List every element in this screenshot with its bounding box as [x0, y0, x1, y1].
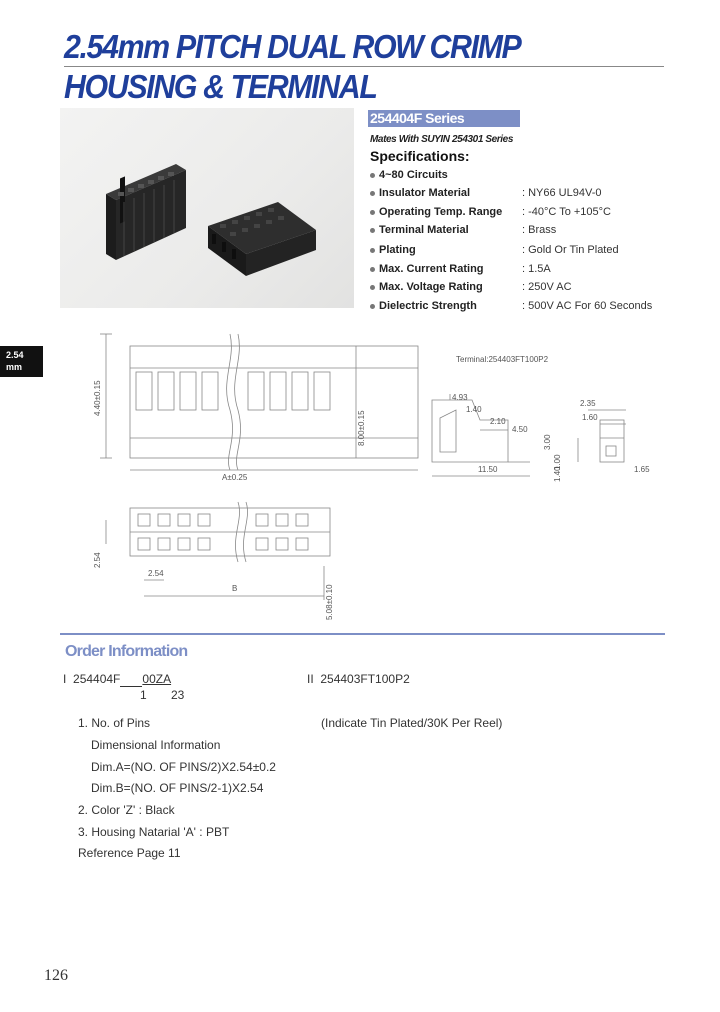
order-code-marks1: 1: [140, 688, 147, 702]
page-title-line2: HOUSING & TERMINAL: [64, 68, 378, 105]
spec-row: Max. Voltage Rating : 250V AC: [370, 279, 572, 295]
dim-terminal-140a: 1.40: [466, 405, 482, 414]
order-line: 2. Color 'Z' : Black: [78, 803, 175, 817]
bullet-icon: [370, 227, 375, 233]
spec-value: : NY66 UL94V-0: [522, 187, 602, 199]
order-line: Dimensional Information: [91, 738, 221, 752]
dim-height2: 8.00±0.15: [357, 410, 366, 446]
spec-row: Insulator Material : NY66 UL94V-0: [370, 185, 602, 201]
series-badge: 254404F Series: [368, 110, 520, 127]
dim-terminal-210: 2.10: [490, 417, 506, 426]
dim-508: 5.08±0.10: [325, 584, 334, 620]
dim-a: A±0.25: [222, 473, 248, 482]
bullet-icon: [370, 266, 375, 272]
dim-pitch-h: 2.54: [148, 569, 164, 578]
blank-box: [120, 672, 132, 687]
order-line: Dim.A=(NO. OF PINS/2)X2.54±0.2: [91, 760, 276, 774]
terminal-label: Terminal:254403FT100P2: [456, 355, 549, 364]
connector-image: [106, 164, 316, 276]
dim-terminal-160: 1.60: [582, 413, 598, 422]
blank-box: [131, 672, 143, 687]
order-code-ii-value: 254403FT100P2: [320, 672, 410, 686]
spec-value: : 500V AC For 60 Seconds: [522, 300, 653, 312]
order-line: Dim.B=(NO. OF PINS/2-1)X2.54: [91, 781, 264, 795]
spec-row: Operating Temp. Range : -40°C To +105°C: [370, 204, 611, 220]
spec-value: : Gold Or Tin Plated: [522, 244, 619, 256]
order-code-i-suffix: 00ZA: [142, 672, 172, 686]
title-rule: [64, 66, 664, 67]
order-heading: Order Information: [65, 643, 188, 660]
dim-height1: 4.40±0.15: [93, 380, 102, 416]
spec-label: 4~80 Circuits: [379, 169, 448, 181]
spec-row: Plating : Gold Or Tin Plated: [370, 242, 619, 258]
dim-terminal-165: 1.65: [634, 465, 650, 474]
spec-label: Dielectric Strength: [379, 300, 477, 312]
order-code-marks2: 23: [171, 688, 185, 702]
spec-row: Terminal Material : Brass: [370, 222, 556, 238]
mates-with-text: Mates With SUYIN 254301 Series: [370, 134, 513, 145]
bullet-icon: [370, 284, 375, 290]
order-code-i-base: 254404F: [73, 672, 121, 686]
order-line: 1. No. of Pins: [78, 716, 151, 730]
spec-row: Max. Current Rating : 1.5A: [370, 261, 551, 277]
order-code-i: I 254404F 00ZA: [63, 672, 171, 687]
page-title-line1: 2.54mm PITCH DUAL ROW CRIMP: [64, 28, 522, 65]
spec-label: Max. Voltage Rating: [379, 281, 483, 293]
spec-label: Insulator Material: [379, 187, 471, 199]
dim-terminal-1150: 11.50: [478, 465, 498, 474]
dim-terminal-100: 1.00: [553, 454, 562, 470]
page-number: 126: [44, 967, 68, 984]
bullet-icon: [370, 303, 375, 309]
spec-label: Max. Current Rating: [379, 263, 484, 275]
bullet-icon: [370, 209, 375, 215]
dim-pitch-v: 2.54: [93, 552, 102, 568]
side-tab-line1: 2.54: [6, 350, 24, 360]
order-code-i-prefix: I: [63, 672, 67, 686]
order-note-ii: (Indicate Tin Plated/30K Per Reel): [321, 716, 503, 730]
bullet-icon: [370, 247, 375, 253]
spec-label: Plating: [379, 244, 416, 256]
dim-terminal-140b: 1.40: [553, 466, 562, 482]
dim-b: B: [232, 584, 237, 593]
specifications-heading: Specifications:: [370, 148, 470, 164]
bullet-icon: [370, 172, 375, 178]
bullet-icon: [370, 190, 375, 196]
spec-row: Dielectric Strength : 500V AC For 60 Seco…: [370, 298, 652, 314]
dim-terminal-493: 4.93: [452, 393, 468, 402]
order-code-ii: II 254403FT100P2: [307, 672, 410, 686]
dim-terminal-235: 2.35: [580, 399, 596, 408]
technical-drawing: Terminal:254403FT100P2 4.40±0.15 8.00±0.…: [93, 333, 650, 620]
spec-value: : -40°C To +105°C: [522, 206, 612, 218]
side-tab: 2.54 mm: [0, 346, 43, 377]
spec-label: Terminal Material: [379, 224, 469, 236]
spec-row: 4~80 Circuits: [370, 167, 448, 183]
spec-value: : 1.5A: [522, 263, 551, 275]
dim-terminal-450: 4.50: [512, 425, 528, 434]
spec-value: : Brass: [522, 224, 557, 236]
order-line: Reference Page 11: [78, 846, 181, 860]
dim-terminal-300: 3.00: [543, 434, 552, 450]
spec-value: : 250V AC: [522, 281, 572, 293]
product-photo: [60, 108, 354, 308]
order-code-ii-prefix: II: [307, 672, 314, 686]
side-tab-line2: mm: [6, 362, 23, 372]
order-rule: [60, 633, 665, 635]
order-line: 3. Housing Natarial 'A' : PBT: [78, 825, 230, 839]
spec-label: Operating Temp. Range: [379, 206, 503, 218]
